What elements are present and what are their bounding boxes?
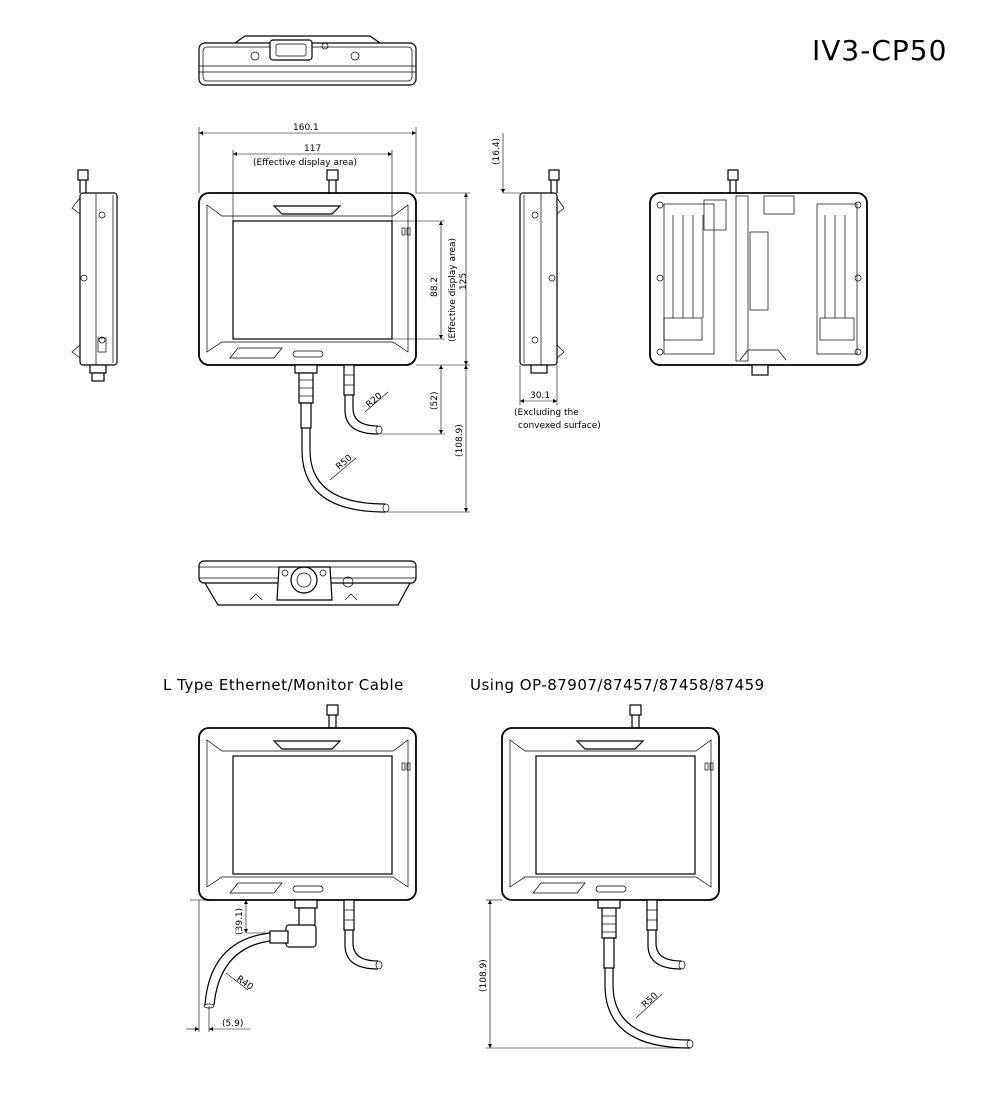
dim-cable-52: (52) bbox=[430, 392, 440, 410]
op-type-view bbox=[501, 704, 720, 1049]
l-type-dimensions: (39.1) R40 (5.9) bbox=[186, 899, 286, 1032]
left-side-view bbox=[71, 169, 118, 382]
front-view bbox=[198, 169, 417, 513]
dim-depth-note-1: (Excluding the bbox=[514, 408, 579, 418]
caption-l-type: L Type Ethernet/Monitor Cable bbox=[163, 676, 404, 694]
dim-effective-width-note: (Effective display area) bbox=[253, 158, 357, 168]
dim-op-108-9: (108.9) bbox=[479, 959, 489, 992]
radius-r50: R50 bbox=[335, 453, 355, 472]
dim-5-9: (5.9) bbox=[222, 1019, 243, 1029]
dim-cable-108-9: (108.9) bbox=[455, 424, 465, 457]
l-type-view bbox=[198, 704, 417, 1009]
radius-r20: R20 bbox=[365, 391, 385, 410]
op-type-dimensions: (108.9) R50 bbox=[479, 899, 690, 1049]
dim-39-1: (39.1) bbox=[235, 908, 245, 935]
right-side-view: (16.4) 30.1 (Excluding the convexed surf… bbox=[492, 133, 601, 431]
dim-height: 125 bbox=[459, 273, 469, 290]
model-title: IV3-CP50 bbox=[812, 34, 947, 67]
top-view bbox=[198, 35, 417, 86]
radius-op-r50: R50 bbox=[640, 991, 660, 1010]
caption-op-type: Using OP-87907/87457/87458/87459 bbox=[470, 676, 765, 694]
dim-depth: 30.1 bbox=[530, 391, 550, 401]
radius-r40: R40 bbox=[234, 974, 254, 993]
dim-effective-height: 88.2 bbox=[430, 277, 440, 297]
dim-effective-height-note: (Effective display area) bbox=[448, 238, 458, 342]
dim-effective-width: 117 bbox=[304, 144, 321, 154]
front-dimensions: 160.1 117 (Effective display area) 88.2 … bbox=[198, 123, 470, 513]
bottom-view bbox=[198, 560, 417, 606]
dim-depth-note-2: convexed surface) bbox=[518, 421, 601, 431]
dim-top-offset: (16.4) bbox=[492, 138, 502, 165]
back-view bbox=[649, 169, 868, 376]
dim-width: 160.1 bbox=[293, 123, 319, 133]
